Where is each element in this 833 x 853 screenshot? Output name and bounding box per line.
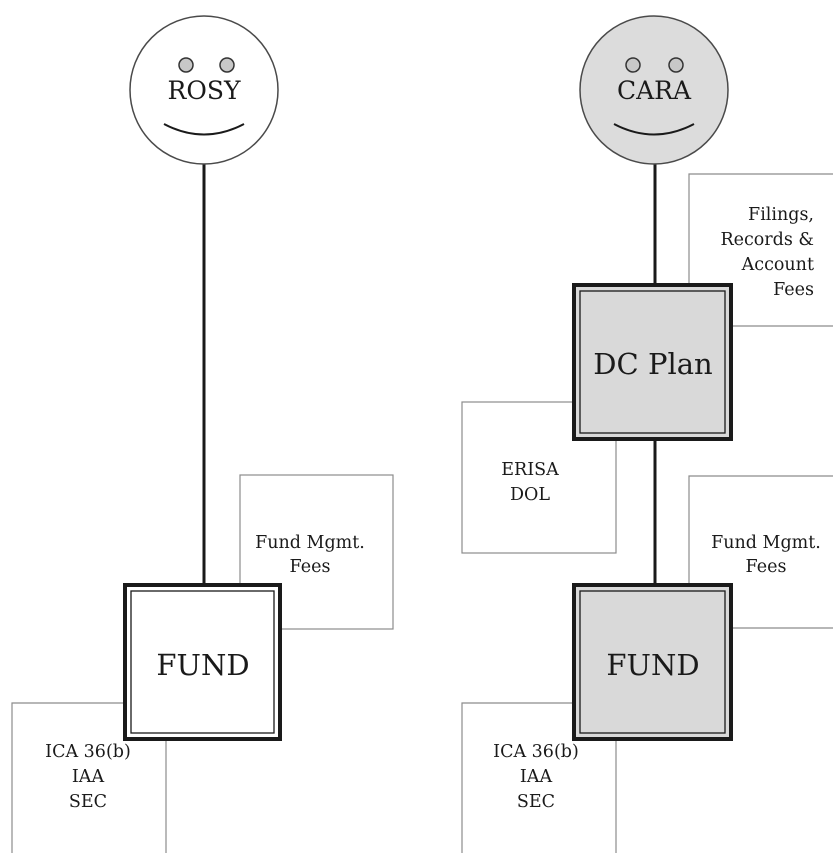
rosy-left-eye [178, 57, 194, 73]
rosy-face-icon: ROSY [129, 15, 279, 165]
plan-fee-line: Filings, [748, 205, 814, 225]
cara-fund-box: FUND [572, 583, 733, 741]
rosy-fund-fee-line: Fund Mgmt. [255, 533, 365, 553]
rosy-fund-fee-line: Fees [290, 557, 331, 577]
plan-fee-line: Account [741, 255, 814, 275]
cara-smile [613, 123, 695, 136]
cara-fund-fee-line: Fund Mgmt. [711, 533, 821, 553]
rosy-regulation-line: IAA [72, 767, 105, 787]
cara-left-eye [625, 57, 641, 73]
plan-fee-line: Fees [773, 280, 814, 300]
plan-regulation-line: DOL [510, 485, 550, 505]
cara-right-eye [668, 57, 684, 73]
cara-name: CARA [617, 76, 692, 105]
dc-plan-label: DC Plan [593, 347, 712, 381]
dc-plan-box: DC Plan [572, 283, 733, 441]
plan-regulation-line: ERISA [501, 460, 559, 480]
rosy-smile [163, 123, 245, 136]
rosy-regulation-line: ICA 36(b) [45, 742, 131, 762]
rosy-column: ROSY Fund Mgmt. Fees ICA 36(b) IAA SEC F… [11, 15, 394, 853]
rosy-right-eye [219, 57, 235, 73]
cara-regulation-line: SEC [517, 792, 555, 812]
rosy-fund-box: FUND [123, 583, 282, 741]
plan-fee-line: Records & [720, 230, 814, 250]
rosy-name: ROSY [168, 76, 241, 105]
cara-face-icon: CARA [579, 15, 729, 165]
cara-fund-fee-line: Fees [746, 557, 787, 577]
cara-regulation-line: IAA [520, 767, 553, 787]
rosy-fund-label: FUND [156, 648, 249, 682]
rosy-regulation-line: SEC [69, 792, 107, 812]
cara-regulation-line: ICA 36(b) [493, 742, 579, 762]
cara-column: CARA Filings, Records & Account Fees ERI… [461, 15, 833, 853]
cara-fund-label: FUND [606, 648, 699, 682]
